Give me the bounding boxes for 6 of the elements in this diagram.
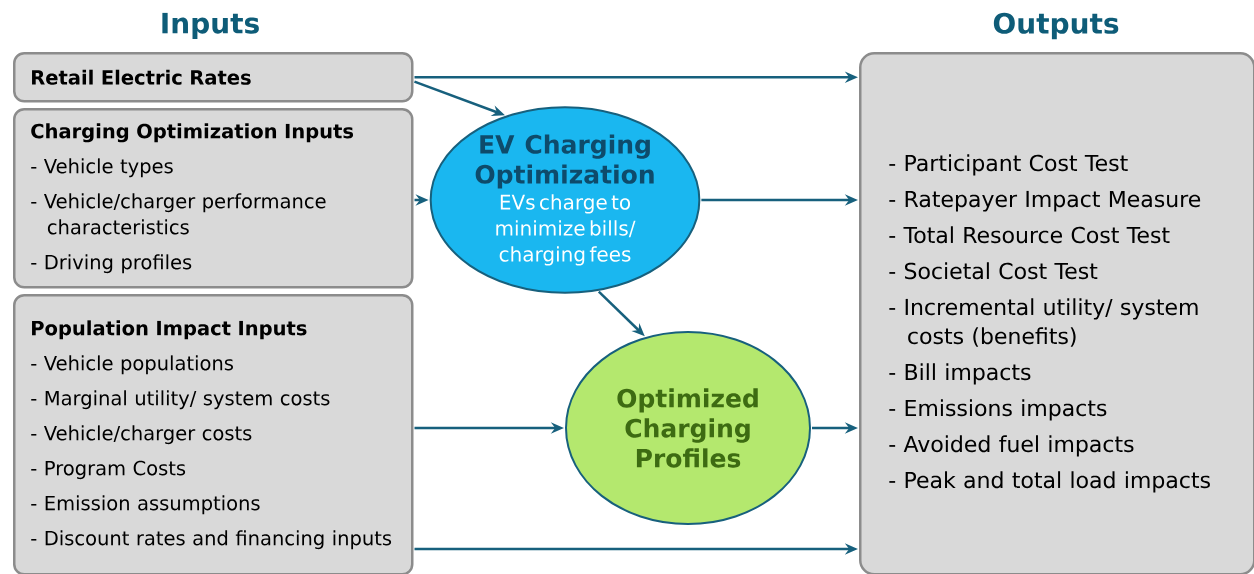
input-box: Retail Electric Rates: [13, 52, 414, 103]
input-box: Population Impact Inputs - Vehicle populations - Marginal utility/ system costs - Vehicle/charger costs - Program Costs - Emission assumptions - Discount rates and financing inputs: [13, 294, 414, 574]
output-box: - Participant Cost Test - Ratepayer Impact Measure - Total Resource Cost Test - Societal Cost Test - Incremental utility/ system costs (benefits) - Bill impacts - Emissions impacts - Avoided fuel impacts - Peak and total load impacts: [859, 52, 1254, 574]
input-box: Charging Optimization Inputs - Vehicle types - Vehicle/charger performance characteristics - Driving profiles: [13, 108, 414, 289]
section-heading: Inputs: [162, 12, 259, 40]
section-heading: Outputs: [993, 12, 1119, 40]
